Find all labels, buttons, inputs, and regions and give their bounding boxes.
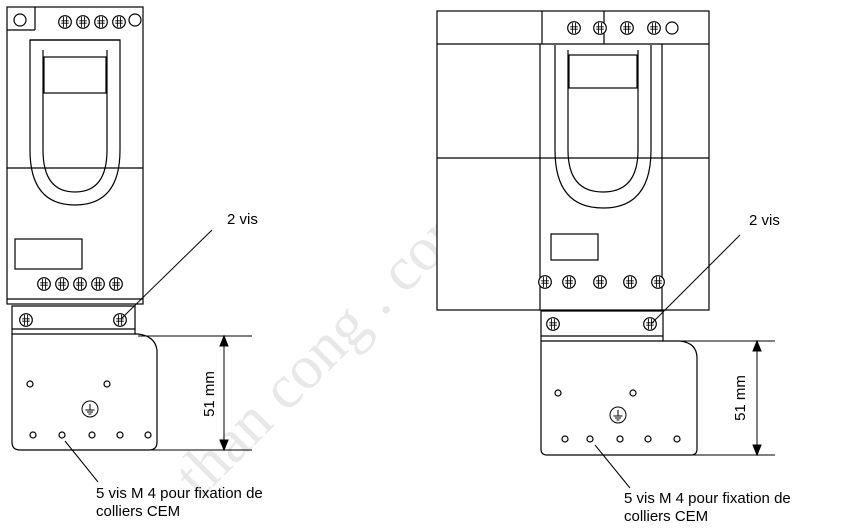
- right-fixing-label-line2: colliers CEM: [624, 508, 708, 525]
- right-dimension-label: 51 mm: [732, 375, 749, 421]
- right-screws-label: 2 vis: [749, 212, 780, 229]
- left-fixing-label-line1: 5 vis M 4 pour fixation de: [96, 485, 263, 502]
- right-drive: [436, 10, 710, 456]
- left-screws-label: 2 vis: [227, 211, 258, 228]
- left-annotations: [64, 229, 252, 483]
- right-fixing-label-line1: 5 vis M 4 pour fixation de: [624, 490, 791, 507]
- right-annotations: [594, 234, 775, 489]
- left-dimension-label: 51 mm: [201, 371, 218, 417]
- left-drive: [6, 6, 158, 451]
- left-fixing-label-line2: colliers CEM: [96, 503, 180, 520]
